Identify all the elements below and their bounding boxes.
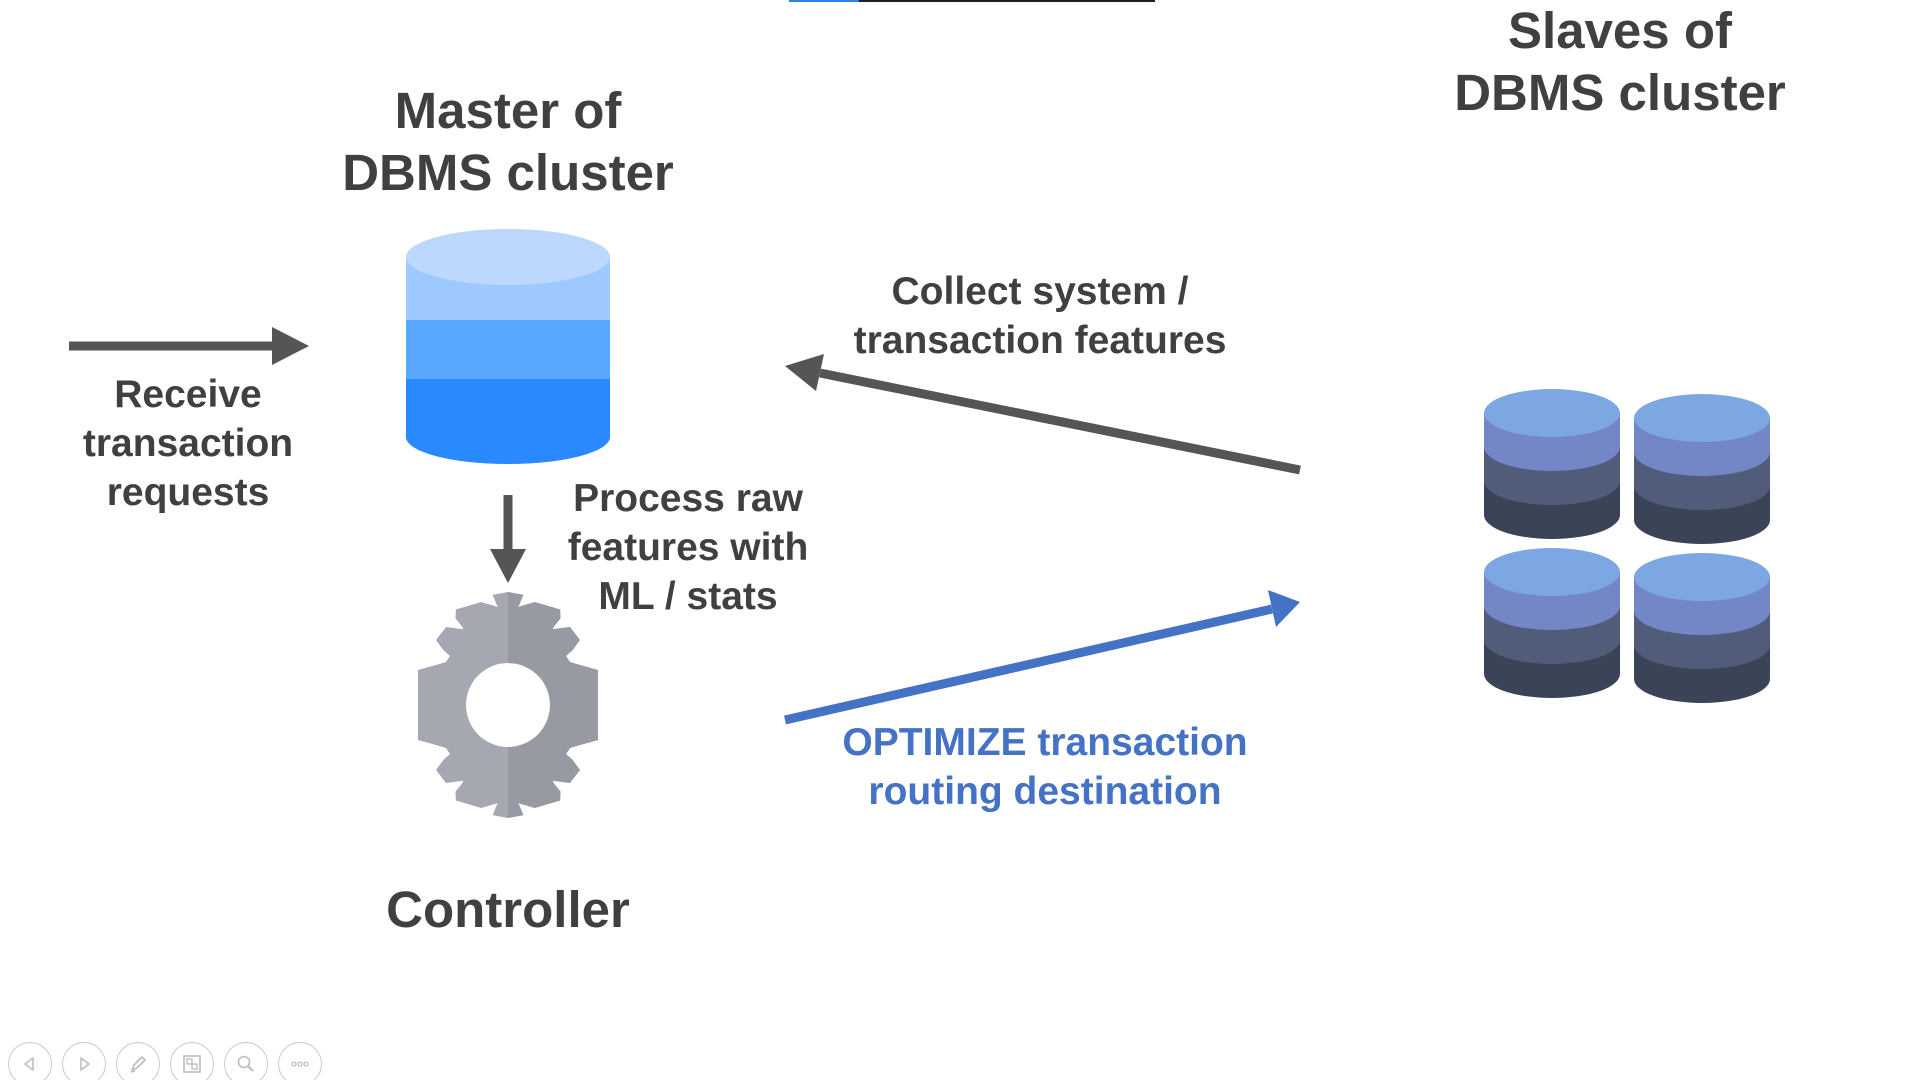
gear-icon (418, 592, 598, 818)
gear-body-shade (508, 592, 598, 818)
database-icon (406, 229, 610, 464)
collect-line1: Collect system / (891, 270, 1189, 313)
next-slide-button[interactable] (62, 1042, 106, 1080)
pen-icon (130, 1056, 146, 1073)
zoom-button[interactable] (224, 1042, 268, 1080)
more-icon (291, 1061, 309, 1067)
slave-database-icon (1634, 394, 1770, 544)
previous-slide-button[interactable] (8, 1042, 52, 1080)
database-top (1484, 389, 1620, 437)
chevron-right-icon (80, 1057, 90, 1071)
pen-tool-button[interactable] (116, 1042, 160, 1080)
database-top (1634, 394, 1770, 442)
receive-line2: transaction (82, 422, 294, 465)
database-top (1484, 548, 1620, 596)
slides-grid-icon (183, 1055, 201, 1073)
database-top (1634, 553, 1770, 601)
collect-features-label: Collect system / transaction features (820, 267, 1260, 365)
database-cluster-icon (1484, 389, 1770, 703)
database-middle-layer (406, 320, 610, 379)
optimize-routing-arrow (783, 590, 1300, 725)
receive-requests-label: Receive transaction requests (48, 370, 328, 517)
slideshow-toolbar (8, 1042, 322, 1080)
slaves-title-line2: DBMS cluster (1454, 64, 1786, 121)
slide-progress-track (789, 0, 1155, 2)
process-features-label: Process raw features with ML / stats (548, 474, 828, 621)
process-features-arrow (490, 495, 526, 583)
slave-database-icon (1484, 548, 1620, 698)
slide-progress-fill (789, 0, 859, 2)
collect-features-arrow (785, 354, 1301, 475)
slaves-title-line1: Slaves of (1508, 2, 1732, 59)
master-title-line2: DBMS cluster (342, 144, 674, 201)
database-top (406, 229, 610, 285)
receive-line3: requests (106, 471, 270, 514)
optimize-line1: OPTIMIZE transaction (842, 721, 1248, 764)
master-title-line1: Master of (394, 82, 622, 139)
controller-title-text: Controller (386, 881, 630, 938)
slave-database-icon (1634, 553, 1770, 703)
process-line3: ML / stats (598, 575, 778, 618)
receive-line1: Receive (114, 373, 262, 416)
controller-title: Controller (358, 879, 658, 941)
database-bottom-layer (406, 379, 610, 464)
optimize-routing-label: OPTIMIZE transaction routing destination (805, 718, 1285, 816)
optimize-line2: routing destination (868, 770, 1222, 813)
receive-requests-arrow (69, 327, 309, 365)
process-line1: Process raw (573, 477, 803, 520)
slaves-title: Slaves of DBMS cluster (1420, 0, 1820, 124)
slave-database-icon (1484, 389, 1620, 539)
chevron-left-icon (24, 1057, 34, 1071)
process-line2: features with (567, 526, 809, 569)
see-all-slides-button[interactable] (170, 1042, 214, 1080)
master-title: Master of DBMS cluster (318, 80, 698, 204)
magnifier-icon (237, 1055, 254, 1072)
collect-line2: transaction features (853, 319, 1227, 362)
more-options-button[interactable] (278, 1042, 322, 1080)
